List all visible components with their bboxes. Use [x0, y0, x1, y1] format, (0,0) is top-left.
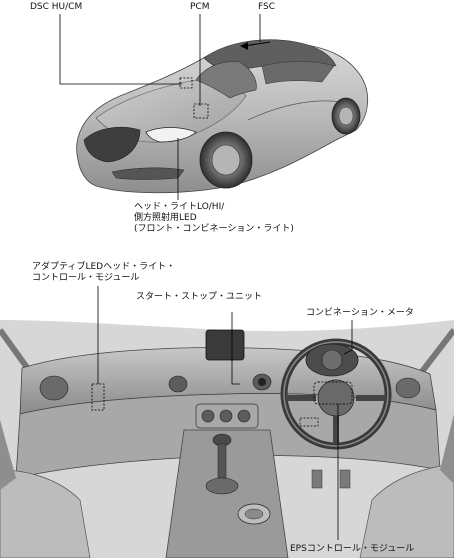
pcm-marker: [193, 103, 209, 119]
eps-module-marker-2: [299, 417, 319, 427]
label-headlight-line2: 側方照射用LED: [134, 213, 197, 223]
label-pcm: PCM: [190, 2, 210, 12]
adaptive-led-module-marker: [91, 383, 105, 411]
label-headlight-line1: ヘッド・ライトLO/HI/: [134, 202, 225, 212]
car-interior-illustration: [0, 320, 454, 558]
label-eps-module: EPSコントロール・モジュール: [290, 544, 415, 554]
bottom-leader-lines: [97, 286, 353, 540]
label-fsc: FSC: [258, 2, 276, 12]
label-start-stop-unit: スタート・ストップ・ユニット: [136, 292, 263, 302]
eps-module-marker: [313, 381, 353, 405]
top-leader-lines: [59, 14, 261, 200]
car-body: [76, 39, 369, 194]
dsc-hu-cm-marker: [179, 77, 193, 89]
label-headlight: ヘッド・ライトLO/HI/ 側方照射用LED (フロント・コンビネーション・ライ…: [134, 202, 294, 235]
label-dsc-hu-cm: DSC HU/CM: [30, 2, 83, 12]
fsc-arrow-icon: [240, 41, 271, 50]
label-adaptive-led-module: アダプティブLEDヘッド・ライト・ コントロール・モジュール: [32, 262, 175, 284]
label-adaptive-line1: アダプティブLEDヘッド・ライト・: [32, 262, 176, 272]
label-adaptive-line2: コントロール・モジュール: [32, 273, 140, 283]
label-headlight-line3: (フロント・コンビネーション・ライト): [134, 224, 294, 234]
label-combination-meter: コンビネーション・メータ: [306, 308, 414, 318]
